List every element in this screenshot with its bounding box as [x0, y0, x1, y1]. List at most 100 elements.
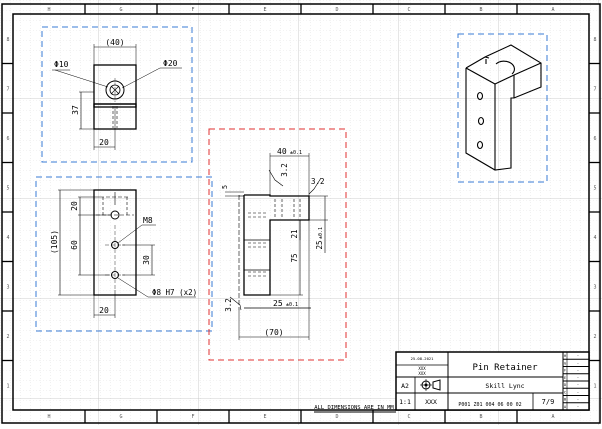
side-tol-top: ±0.1 [290, 150, 302, 156]
zone-label-right: 2 [593, 334, 596, 340]
title-block: 25-08-2021 XXX XXX Pin Retainer Skill Ly… [395, 351, 590, 411]
revision-value: - [577, 353, 579, 358]
top-dim-offset: 20 [99, 138, 109, 147]
revision-letter: H [564, 354, 566, 358]
zone-label-left: 3 [6, 284, 9, 290]
zone-label-top: B [479, 7, 482, 13]
top-view-frame[interactable] [41, 26, 193, 163]
company-name: Skill Lync [485, 382, 524, 390]
top-dim-height: 37 [71, 105, 80, 115]
title-block-date: 25-08-2021 [411, 356, 435, 361]
zone-label-right: 4 [593, 235, 596, 241]
zone-label-left: 2 [6, 334, 9, 340]
revision-letter: A [564, 405, 567, 409]
drawing-title: Pin Retainer [472, 363, 538, 373]
zone-label-left: 8 [6, 37, 9, 43]
weight: XXX [425, 398, 437, 406]
top-dim-hole-large: Φ20 [163, 59, 178, 68]
zone-label-right: 3 [593, 284, 596, 290]
zone-label-bottom: D [335, 414, 338, 420]
zone-label-left: 1 [6, 383, 9, 389]
side-view-frame[interactable] [208, 128, 347, 361]
zone-label-left: 5 [6, 185, 9, 191]
revision-value: - [577, 389, 579, 394]
side-dim-21: 21 [290, 229, 299, 238]
front-dim-spacing: 60 [70, 240, 79, 250]
top-dim-hole-small: Φ10 [54, 60, 69, 69]
side-tol-25-right: ±0.1 [318, 227, 324, 239]
zone-label-bottom: A [551, 414, 554, 420]
zone-label-left: 7 [6, 86, 9, 92]
isometric-part [465, 44, 542, 171]
front-view-frame[interactable] [35, 176, 213, 332]
front-dim-top: 20 [70, 201, 79, 211]
title-block-drawn: XXX [418, 366, 426, 371]
front-dim-hole: 30 [142, 255, 151, 265]
zone-label-bottom: B [479, 414, 482, 420]
side-dim-step: 5 [221, 185, 229, 189]
sheet-size: A2 [401, 382, 409, 390]
side-dim-25-right: 25 [315, 240, 324, 249]
title-block-checked: XXX [418, 371, 426, 376]
side-roughness-1: 3.2 [280, 163, 289, 177]
revision-value: - [577, 360, 579, 365]
zone-label-bottom: C [407, 414, 410, 420]
side-tol-25-bottom: ±0.1 [286, 302, 298, 308]
revision-letter: F [564, 369, 566, 373]
side-roughness-2: 3.2 [311, 177, 325, 186]
zone-label-right: 7 [593, 86, 596, 92]
zone-label-top: F [191, 7, 194, 13]
zone-label-top: H [47, 7, 50, 13]
zone-label-top: E [263, 7, 266, 13]
front-dim-overall: (105) [50, 230, 59, 254]
zone-label-top: D [335, 7, 338, 13]
zone-label-bottom: E [263, 414, 266, 420]
zone-label-left: 6 [6, 136, 9, 142]
first-angle-projection-icon [420, 379, 441, 391]
side-view[interactable]: 40 ±0.1 3.2 3.2 5 21 75 25 ±0.1 25 ±0.1 … [208, 128, 347, 361]
revision-letter: D [564, 383, 566, 387]
revision-letter: B [564, 398, 566, 402]
zone-label-top: A [551, 7, 554, 13]
front-view[interactable]: (105) 20 60 30 M8 Φ8 H7 (x2) 20 [35, 176, 213, 332]
zone-label-top: G [119, 7, 122, 13]
zone-label-right: 6 [593, 136, 596, 142]
hole-top [110, 210, 120, 220]
isometric-view-frame [457, 33, 548, 183]
isometric-view[interactable] [457, 33, 548, 183]
zone-label-bottom: G [119, 414, 122, 420]
zone-ticks [2, 4, 600, 423]
zone-label-right: 1 [593, 383, 596, 389]
revision-value: - [577, 404, 579, 409]
drawing-number: P001 Z01 004 06 00 02 [458, 402, 521, 408]
side-dim-overall: (70) [264, 328, 283, 337]
zone-label-top: C [407, 7, 410, 13]
revision-letter: C [564, 390, 566, 394]
side-roughness-3: 3.2 [224, 298, 233, 312]
top-dim-width: (40) [105, 38, 124, 47]
revision-table: H-G-F-E-D-C-B-A- [563, 353, 589, 409]
front-thread-callout: M8 [143, 216, 153, 225]
revision-letter: G [564, 361, 566, 365]
zone-label-right: 5 [593, 185, 596, 191]
side-dim-top: 40 [277, 147, 287, 156]
zone-label-right: 8 [593, 37, 596, 43]
dimension-note: ALL DIMENSIONS ARE IN MM [314, 405, 394, 411]
zone-label-bottom: F [191, 414, 194, 420]
zone-label-bottom: H [47, 414, 50, 420]
zone-label-left: 4 [6, 235, 9, 241]
side-dim-75: 75 [290, 253, 299, 262]
front-dim-width: 20 [99, 306, 109, 315]
revision-value: - [577, 375, 579, 380]
revision-value: - [577, 397, 579, 402]
front-hole-callout: Φ8 H7 (x2) [152, 288, 197, 297]
top-view[interactable]: (40) Φ10 Φ20 37 20 [41, 26, 193, 163]
scale: 1:1 [399, 398, 411, 406]
sheet-number: 7/9 [542, 398, 555, 406]
revision-letter: E [564, 376, 566, 380]
side-dim-25-bottom: 25 [273, 299, 283, 308]
revision-value: - [577, 368, 579, 373]
